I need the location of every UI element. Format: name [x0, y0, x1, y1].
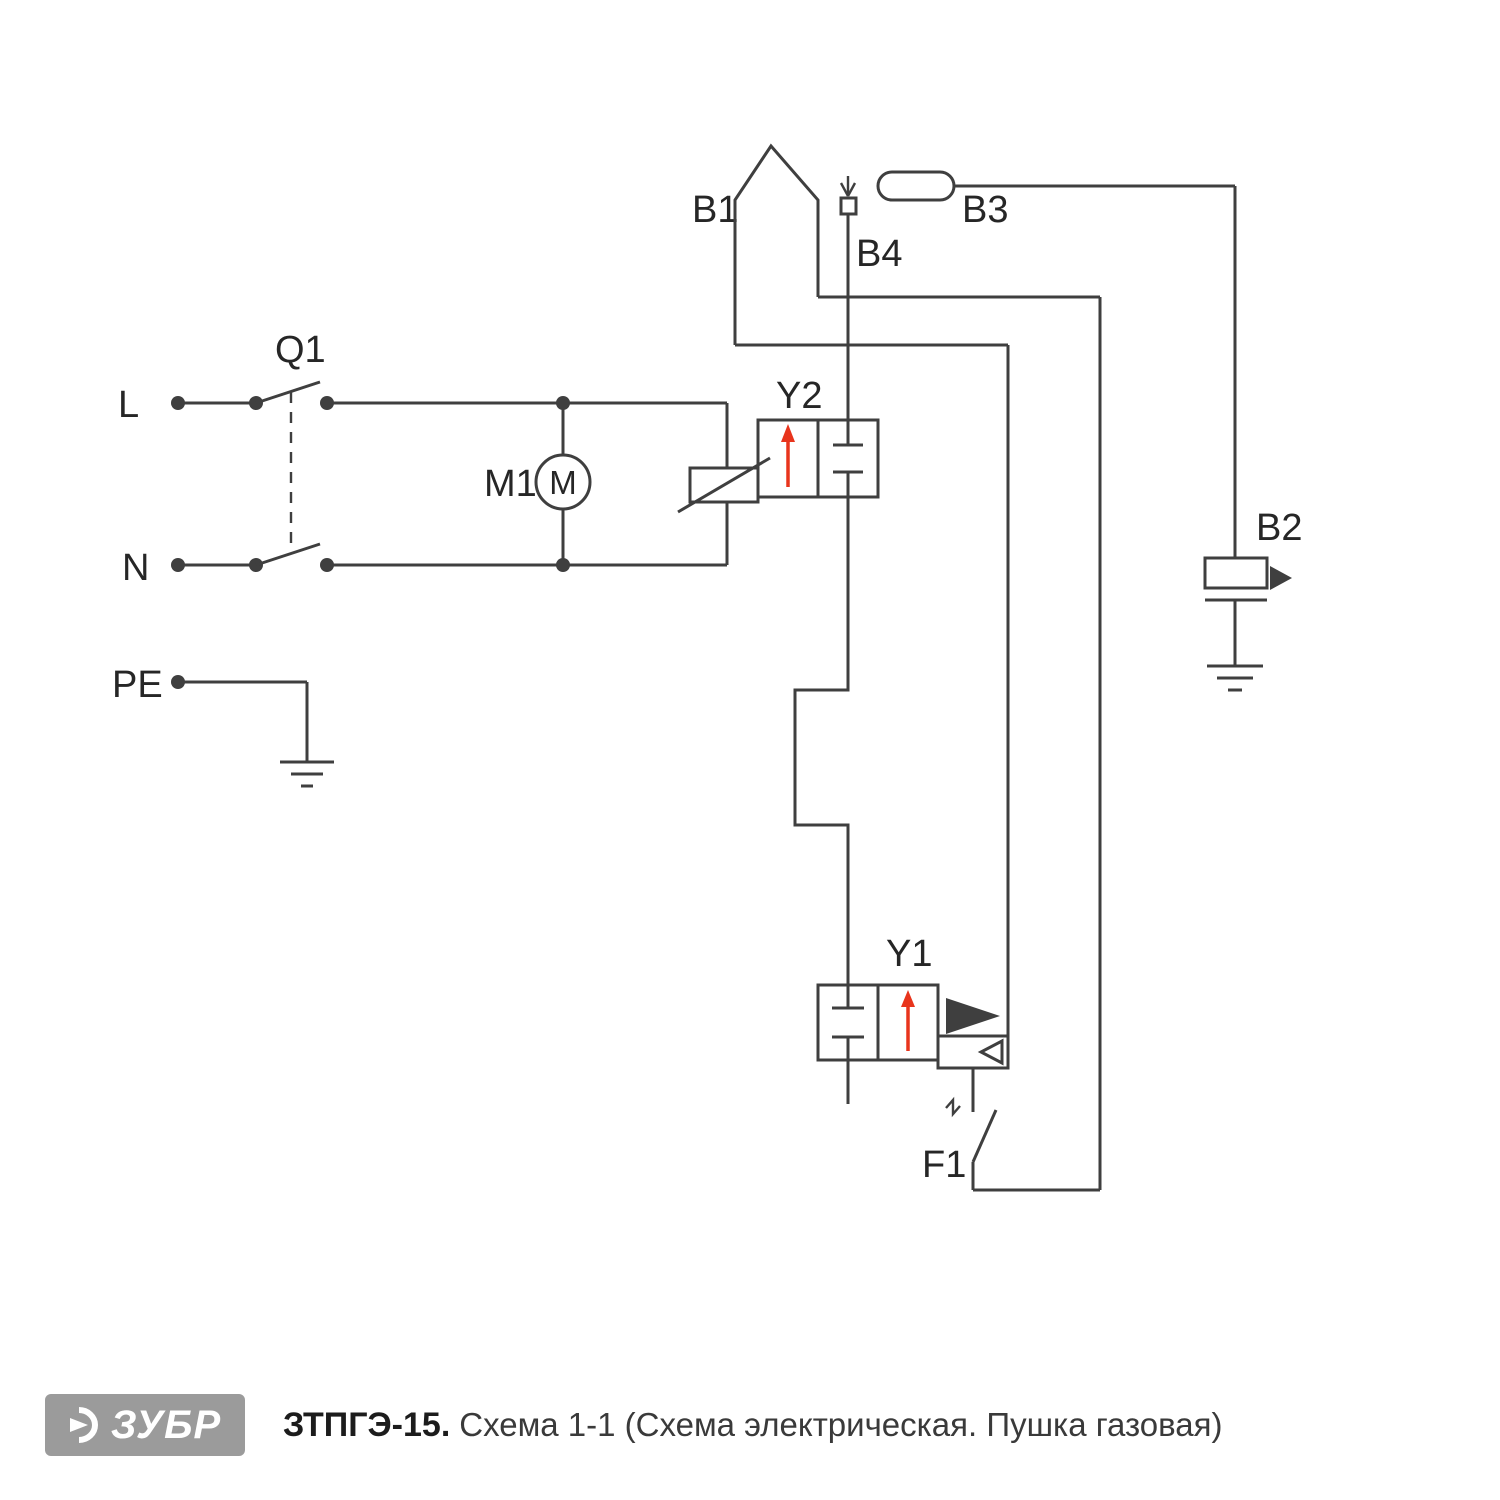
- footer: ЗУБР ЗТПГЭ-15. Схема 1-1 (Схема электрич…: [45, 1393, 1223, 1457]
- label-y2: Y2: [776, 375, 822, 417]
- q1-switch-blade-l: [255, 380, 321, 405]
- pipe-runs: [735, 295, 1102, 1190]
- burner-outline: [733, 143, 820, 345]
- sensor-box: [1203, 556, 1269, 590]
- spark-line: [846, 182, 857, 197]
- label-m1: M1: [484, 463, 537, 505]
- thermal-switch-f1: F1: [922, 1068, 1100, 1192]
- label-n: N: [122, 547, 149, 589]
- label-q1: Q1: [275, 329, 326, 371]
- y1-outlet-arrow: [946, 998, 1000, 1034]
- spark-line: [839, 182, 850, 197]
- spark-icon: [839, 176, 857, 197]
- label-f1: F1: [922, 1144, 966, 1186]
- y1-blocked-port-symbol: [832, 985, 864, 1060]
- label-l: L: [118, 384, 139, 426]
- pipe-jog: [793, 497, 850, 985]
- earth-symbol: [1207, 664, 1263, 692]
- y1-solenoid-coil: [936, 1034, 1010, 1070]
- sheet-title: ЗТПГЭ-15. Схема 1-1 (Схема электрическая…: [283, 1406, 1223, 1445]
- y1-coil-triangle: [977, 1038, 1004, 1066]
- f1-switch-blade: [971, 1109, 998, 1163]
- label-b4: B4: [856, 233, 902, 275]
- motor-circle: [534, 453, 592, 511]
- junction-dot: [556, 558, 570, 572]
- label-b2: B2: [1256, 507, 1302, 549]
- label-y1: Y1: [886, 933, 932, 975]
- label-b1: B1: [692, 189, 738, 231]
- brand-logo-icon: [69, 1407, 98, 1443]
- sensor-b3: B3: [876, 170, 1237, 558]
- brand-logo-text: ЗУБР: [110, 1403, 222, 1447]
- junction-dot: [556, 396, 570, 410]
- motor-m1: M1 M: [484, 396, 592, 572]
- y2-coil-slash: [677, 456, 771, 514]
- sensor-capsule: [876, 170, 956, 202]
- mains-section: L N Q1 PE: [112, 329, 727, 788]
- valve-y1: Y1: [816, 933, 1010, 1104]
- electrode-box: [839, 196, 858, 216]
- label-pe: PE: [112, 664, 163, 706]
- y1-flow-arrowhead: [901, 990, 915, 1007]
- y1-body-right: [876, 983, 940, 1062]
- ignition-b4: B4: [839, 176, 902, 420]
- y2-flow-arrowhead: [781, 424, 795, 442]
- earth-symbol: [280, 760, 334, 788]
- y2-blocked-port-symbol: [833, 420, 863, 497]
- brand-badge: ЗУБР: [45, 1394, 245, 1456]
- thermal-element-icon: [945, 1096, 961, 1118]
- sheet-subtitle: Схема 1-1 (Схема электрическая. Пушка га…: [459, 1405, 1223, 1443]
- valve-y2: Y2: [677, 375, 880, 565]
- sensor-b2: B2: [1203, 507, 1302, 692]
- q1-switch-blade-n: [255, 542, 321, 567]
- model-name: ЗТПГЭ-15.: [283, 1405, 451, 1444]
- motor-letter: M: [549, 464, 577, 501]
- burner-b1: B1: [692, 143, 820, 345]
- sensor-arrow: [1270, 566, 1292, 590]
- label-b3: B3: [962, 189, 1008, 231]
